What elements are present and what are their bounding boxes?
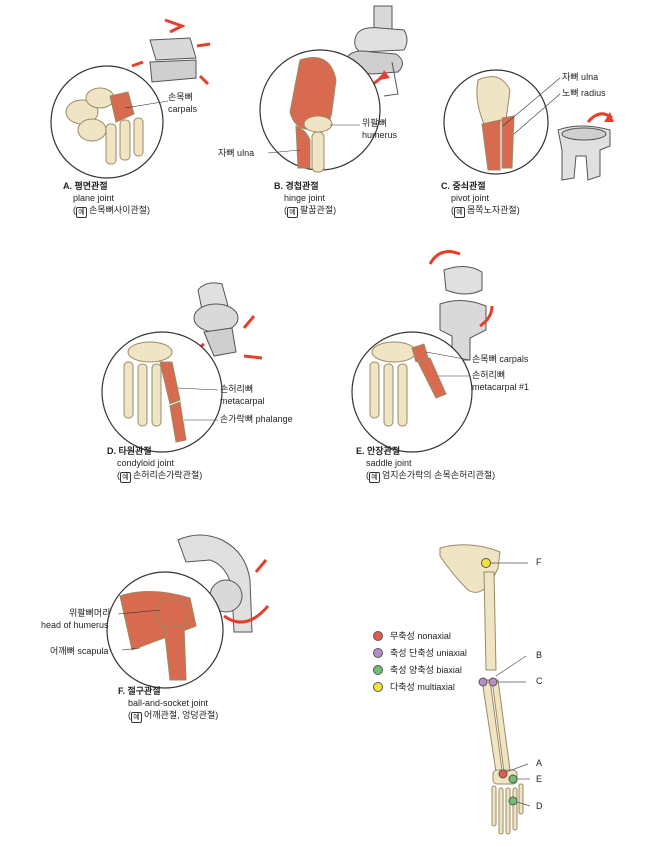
plane-joint-model [131, 18, 211, 86]
hinge-joint-title: B. 경첩관절 [274, 181, 319, 191]
saddle-metacarpal-label-en: metacarpal #1 [472, 382, 530, 392]
pivot-joint-title: C. 중쇠관절 [441, 181, 486, 191]
point-label-F: F [536, 557, 542, 567]
example-mark: 예 [131, 712, 142, 723]
example-mark: 예 [76, 207, 87, 218]
hinge-ulna-label: 자뼈 ulna [218, 148, 255, 158]
point-B-uniaxial [478, 677, 488, 687]
legend-dot [373, 664, 383, 675]
saddle-carpals-label: 손목뼈 carpals [472, 354, 529, 364]
forearm-bones [476, 76, 515, 171]
legend-dot [373, 630, 383, 641]
ball-socket-example: 어깨관절, 엉덩관절 [144, 710, 216, 720]
example-mark: 예 [287, 207, 298, 218]
legend-item-nonaxial: 무축성 nonaxial [373, 627, 467, 644]
ball-socket-title: F. 절구관절 [118, 686, 161, 696]
elbow-bones [289, 57, 337, 173]
legend-dot [373, 681, 383, 692]
phalange-label: 손가락뼈 phalange [220, 414, 293, 424]
legend-item-uniaxial: 축성 단축성 uniaxial [373, 644, 467, 661]
condyloid-joint-model [193, 282, 263, 360]
pivot-joint-example: 몸쪽노자관절 [467, 205, 517, 215]
legend-label: 무축성 nonaxial [390, 631, 451, 641]
pivot-joint-model [557, 112, 614, 181]
carpals-label-en: carpals [168, 104, 198, 114]
point-C-uniaxial [488, 677, 498, 687]
point-label-B: B [536, 650, 543, 660]
head-of-humerus-label-en: head of humerus [41, 620, 109, 630]
point-label-D: D [536, 801, 543, 811]
saddle-joint-magnifier [351, 331, 473, 453]
point-label-E: E [536, 774, 543, 784]
example-mark: 예 [369, 472, 380, 483]
legend-item-biaxial: 축성 양축성 biaxial [373, 661, 467, 678]
hand-bones-e [369, 341, 447, 427]
carpals-label-ko: 손목뼈 [168, 92, 193, 102]
saddle-joint-title: E. 안장관절 [356, 446, 401, 456]
humerus-label-ko: 위팔뼈 [362, 118, 387, 128]
carpal-bones [65, 87, 144, 165]
point-label-C: C [536, 676, 543, 686]
example-mark: 예 [120, 472, 131, 483]
metacarpal-label-en: metacarpal [220, 396, 265, 406]
legend-dot [373, 647, 383, 658]
metacarpal-label-ko: 손허리뼈 [220, 384, 254, 394]
point-label-A: A [536, 758, 543, 768]
hinge-joint-en: hinge joint [284, 193, 326, 203]
example-mark: 예 [454, 207, 465, 218]
pivot-radius-label: 노뼈 radius [562, 88, 606, 98]
humerus-label-en: humerus [362, 130, 398, 140]
legend-label: 축성 양축성 biaxial [390, 665, 462, 675]
saddle-joint-en: saddle joint [366, 458, 412, 468]
point-E-biaxial [508, 774, 518, 784]
condyloid-joint-title: D. 타원관절 [107, 446, 152, 456]
condyloid-joint-en: condyloid joint [117, 458, 175, 468]
pivot-joint-en: pivot joint [451, 193, 490, 203]
pivot-ulna-label: 자뼈 ulna [562, 72, 599, 82]
point-A-nonaxial [498, 769, 508, 779]
saddle-joint-example: 엄지손가락의 손목손허리관절 [382, 470, 493, 480]
saddle-metacarpal-label-ko: 손허리뼈 [472, 370, 506, 380]
condyloid-joint-example: 손허리손가락관절 [133, 470, 200, 480]
condyloid-joint-magnifier [101, 331, 223, 453]
saddle-joint-model [428, 250, 494, 361]
plane-joint-en: plane joint [73, 193, 115, 203]
plane-joint-example: 손목뼈사이관절 [89, 205, 147, 215]
hand-bones-d [123, 341, 187, 443]
head-of-humerus-label-ko: 위팔뼈머리 [69, 608, 111, 618]
point-D-biaxial [508, 796, 518, 806]
shoulder-bones [119, 590, 197, 681]
legend-label: 다축성 multiaxial [390, 682, 455, 692]
plane-joint-title: A. 평면관절 [63, 181, 108, 191]
axis-legend: 무축성 nonaxial 축성 단축성 uniaxial 축성 양축성 biax… [373, 627, 467, 695]
hinge-joint-example: 팔꿉관절 [300, 205, 334, 215]
scapula-label: 어깨뼈 scapula [50, 646, 109, 656]
humerus-bone [483, 571, 497, 671]
legend-label: 축성 단축성 uniaxial [390, 648, 467, 658]
ball-socket-en: ball-and-socket joint [128, 698, 209, 708]
legend-item-multiaxial: 다축성 multiaxial [373, 678, 467, 695]
point-F-multiaxial [481, 558, 491, 568]
